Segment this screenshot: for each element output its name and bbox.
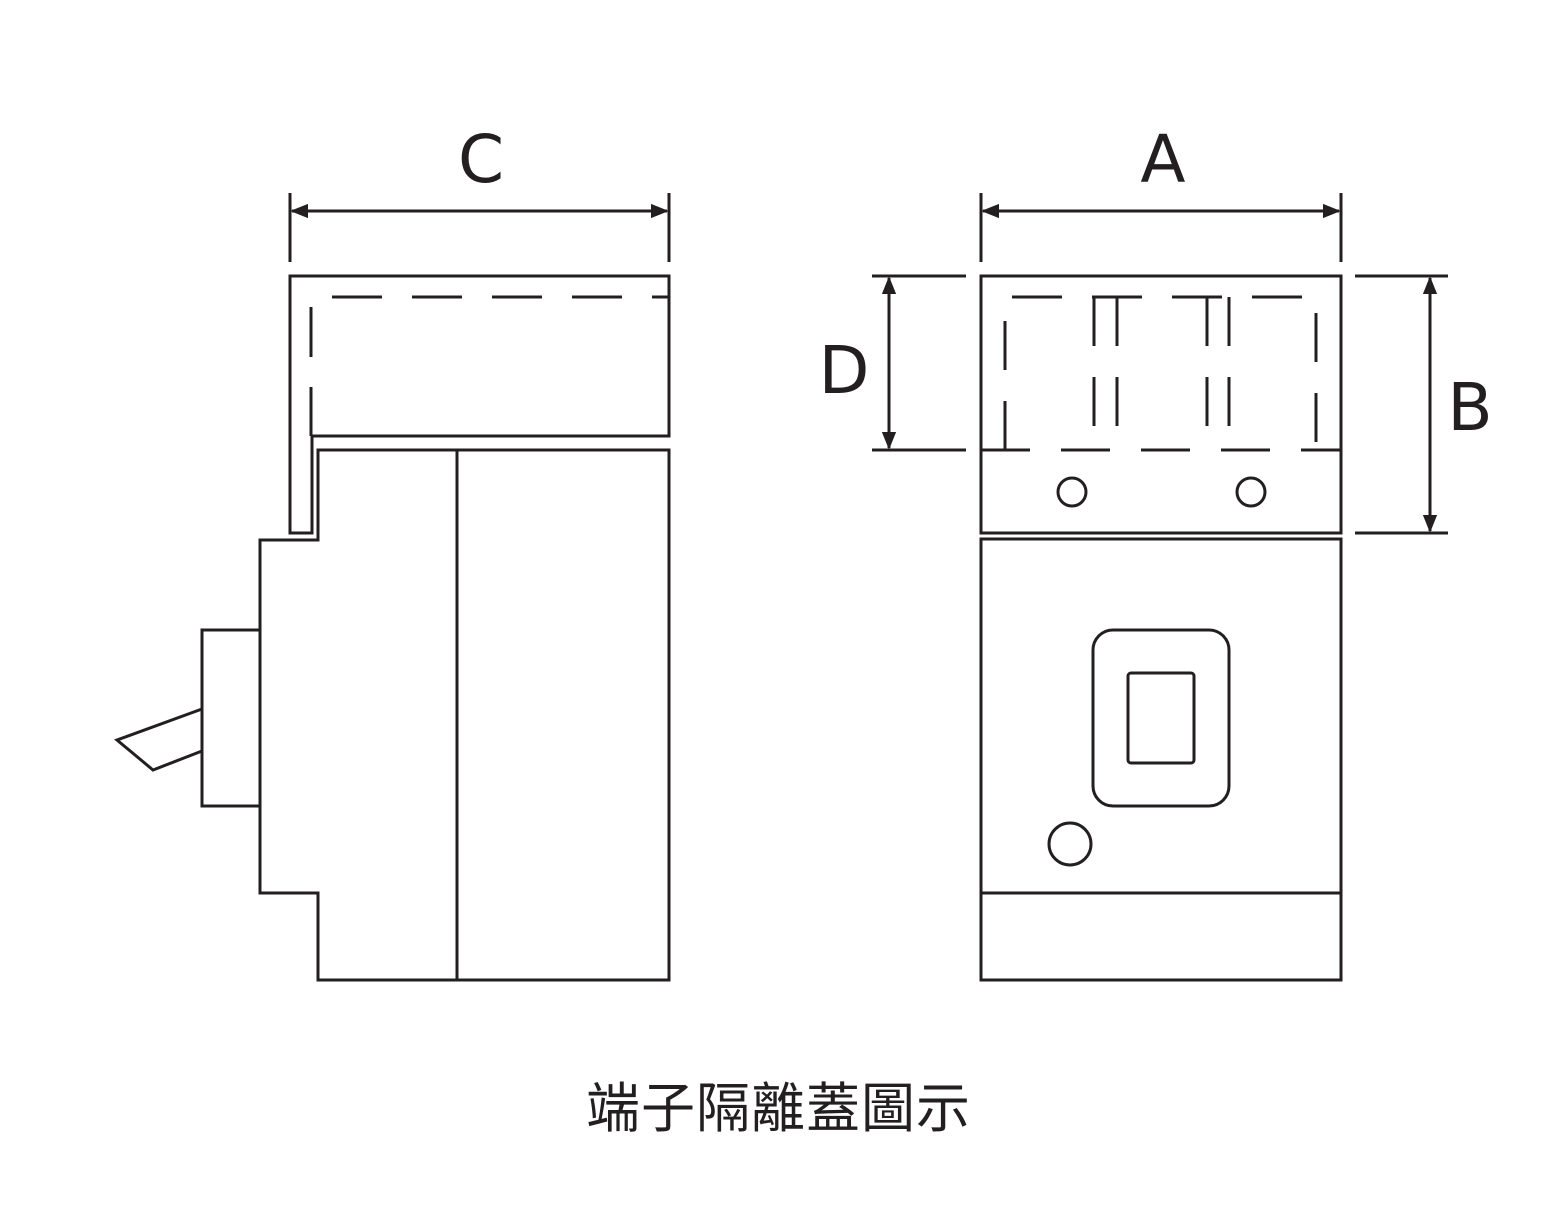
terminal-cover-front [979,274,1343,535]
diagram-caption: 端子隔離蓋圖示 [586,1077,971,1140]
dimension-c: C [288,121,671,262]
breaker-body-front [979,537,1343,982]
dimension-label-d: D [819,332,870,409]
mounting-hole-right [1235,476,1267,508]
side-view: C [114,121,671,982]
dimension-label-c: C [458,121,504,198]
hidden-terminal-outline [981,295,1341,452]
front-view: A D B [819,121,1493,982]
dimension-b: B [1355,274,1493,535]
dimension-d: D [819,274,966,452]
operating-window-inner [1126,671,1196,765]
breaker-body-side [258,448,671,982]
terminal-cover-side [288,274,671,535]
dimension-label-b: B [1447,369,1492,446]
mounting-hole-left [1056,476,1088,508]
dimension-a: A [979,121,1343,262]
toggle-handle [114,707,203,772]
operating-window-outer [1091,628,1231,808]
dimension-label-a: A [1140,121,1185,198]
handle-base [200,628,262,808]
indicator-hole [1047,821,1093,867]
